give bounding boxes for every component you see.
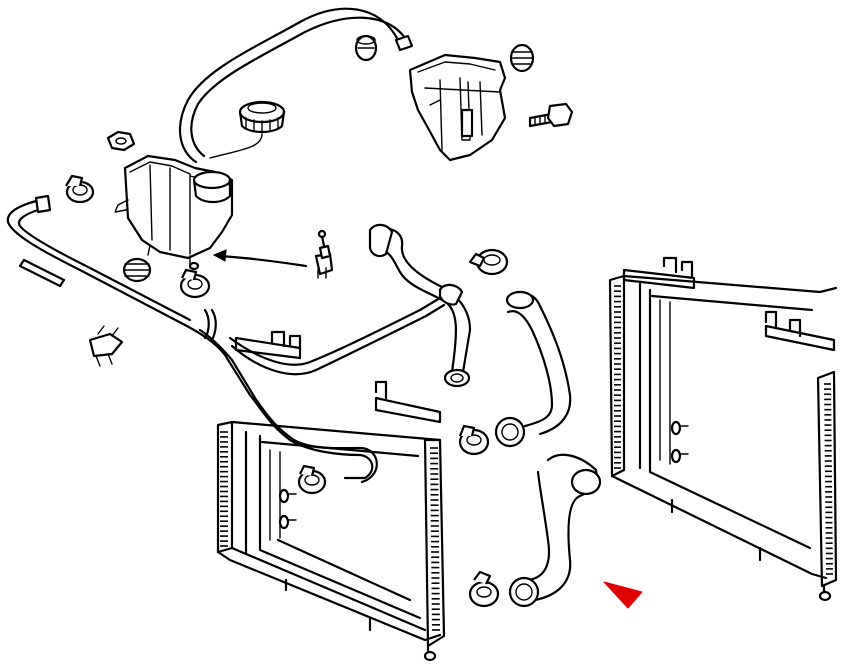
bypass-pipe xyxy=(6,194,378,484)
hose-clamp xyxy=(65,174,95,204)
hose-clamp xyxy=(88,325,124,367)
pointer-arrow xyxy=(603,581,643,609)
lower-radiator-hose xyxy=(508,453,602,608)
radiator-hose-middle xyxy=(494,290,572,448)
hose-clamp xyxy=(468,248,509,276)
coolant-level-sensor xyxy=(212,229,334,279)
vent-hose xyxy=(203,308,217,342)
rubber-grommet xyxy=(509,43,535,73)
hose-clamp xyxy=(468,570,500,608)
radiator-right xyxy=(608,256,838,602)
rubber-grommet xyxy=(354,34,378,62)
expansion-tank xyxy=(114,154,234,271)
vent-hose xyxy=(18,258,66,288)
expansion-tank-cap xyxy=(209,100,286,159)
vent-hose xyxy=(178,7,414,164)
radiator-left xyxy=(216,330,446,662)
upper-radiator-hose xyxy=(368,223,472,388)
rubber-grommet xyxy=(122,257,152,283)
hose-clamp xyxy=(458,424,490,456)
hose-clamp xyxy=(297,464,327,495)
radiator-fins xyxy=(614,285,833,575)
bypass-pipe xyxy=(228,296,446,376)
radiator-fins xyxy=(220,431,440,631)
nut xyxy=(106,130,136,152)
hose-clamp xyxy=(179,268,211,299)
reservoir-bracket xyxy=(408,53,507,162)
bolt xyxy=(528,102,574,128)
